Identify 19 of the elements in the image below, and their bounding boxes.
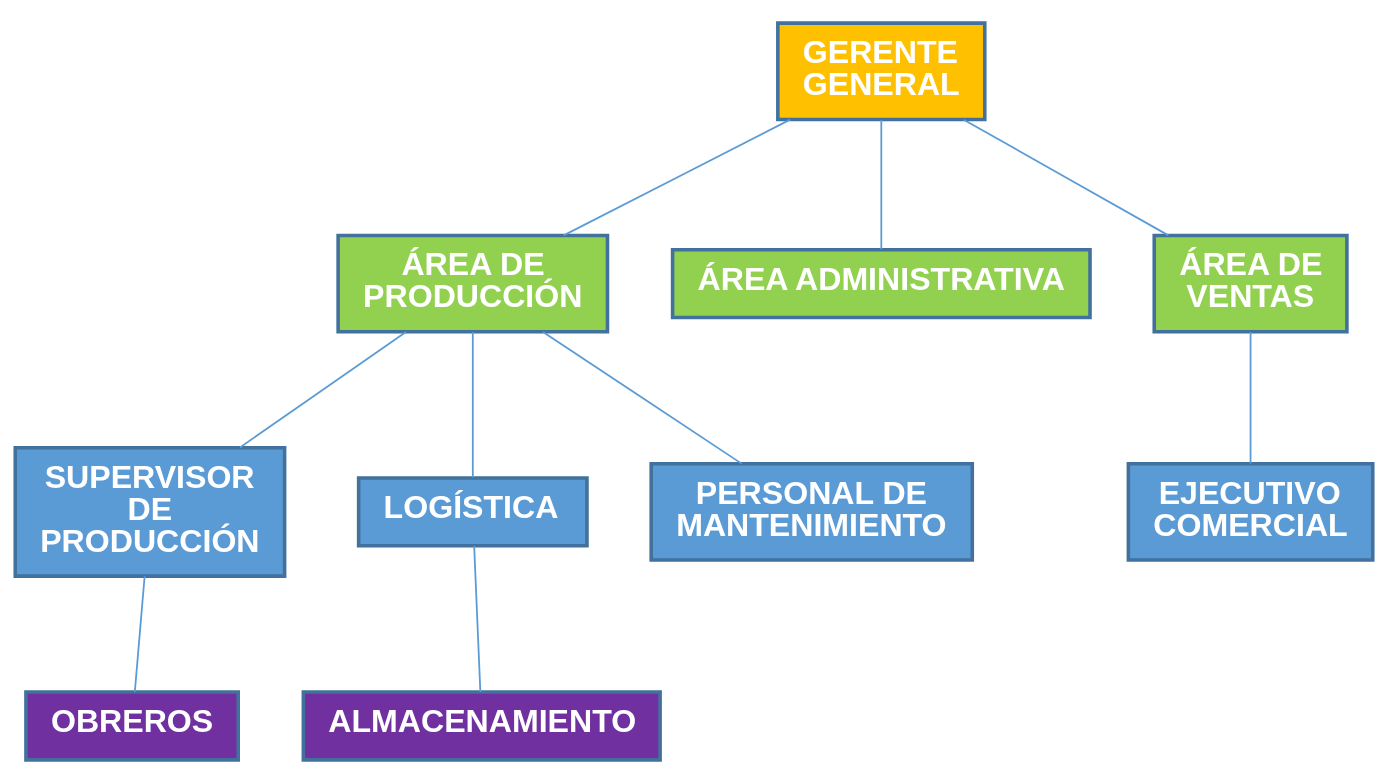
node-box: GERENTE GENERAL	[776, 20, 987, 121]
connector	[880, 118, 883, 250]
node-box: ALMACENAMIENTO	[301, 689, 662, 762]
connector	[1249, 330, 1252, 464]
node-box: EJECUTIVO COMERCIAL	[1126, 461, 1375, 562]
connector	[562, 118, 791, 236]
node-box: OBREROS	[24, 689, 240, 762]
connector	[471, 330, 474, 478]
connector	[542, 330, 743, 464]
node-box: PERSONAL DE MANTENIMIENTO	[649, 461, 975, 562]
node-box: ÁREA DE VENTAS	[1152, 233, 1349, 334]
node-box: ÁREA DE PRODUCCIÓN	[336, 233, 610, 334]
connector	[239, 330, 407, 448]
node-box: SUPERVISOR DE PRODUCCIÓN	[13, 445, 287, 578]
node-box: LOGÍSTICA	[356, 475, 589, 548]
connector	[473, 544, 482, 693]
node-box: ÁREA ADMINISTRATIVA	[670, 247, 1092, 319]
connector	[962, 118, 1170, 236]
connector	[133, 574, 146, 693]
